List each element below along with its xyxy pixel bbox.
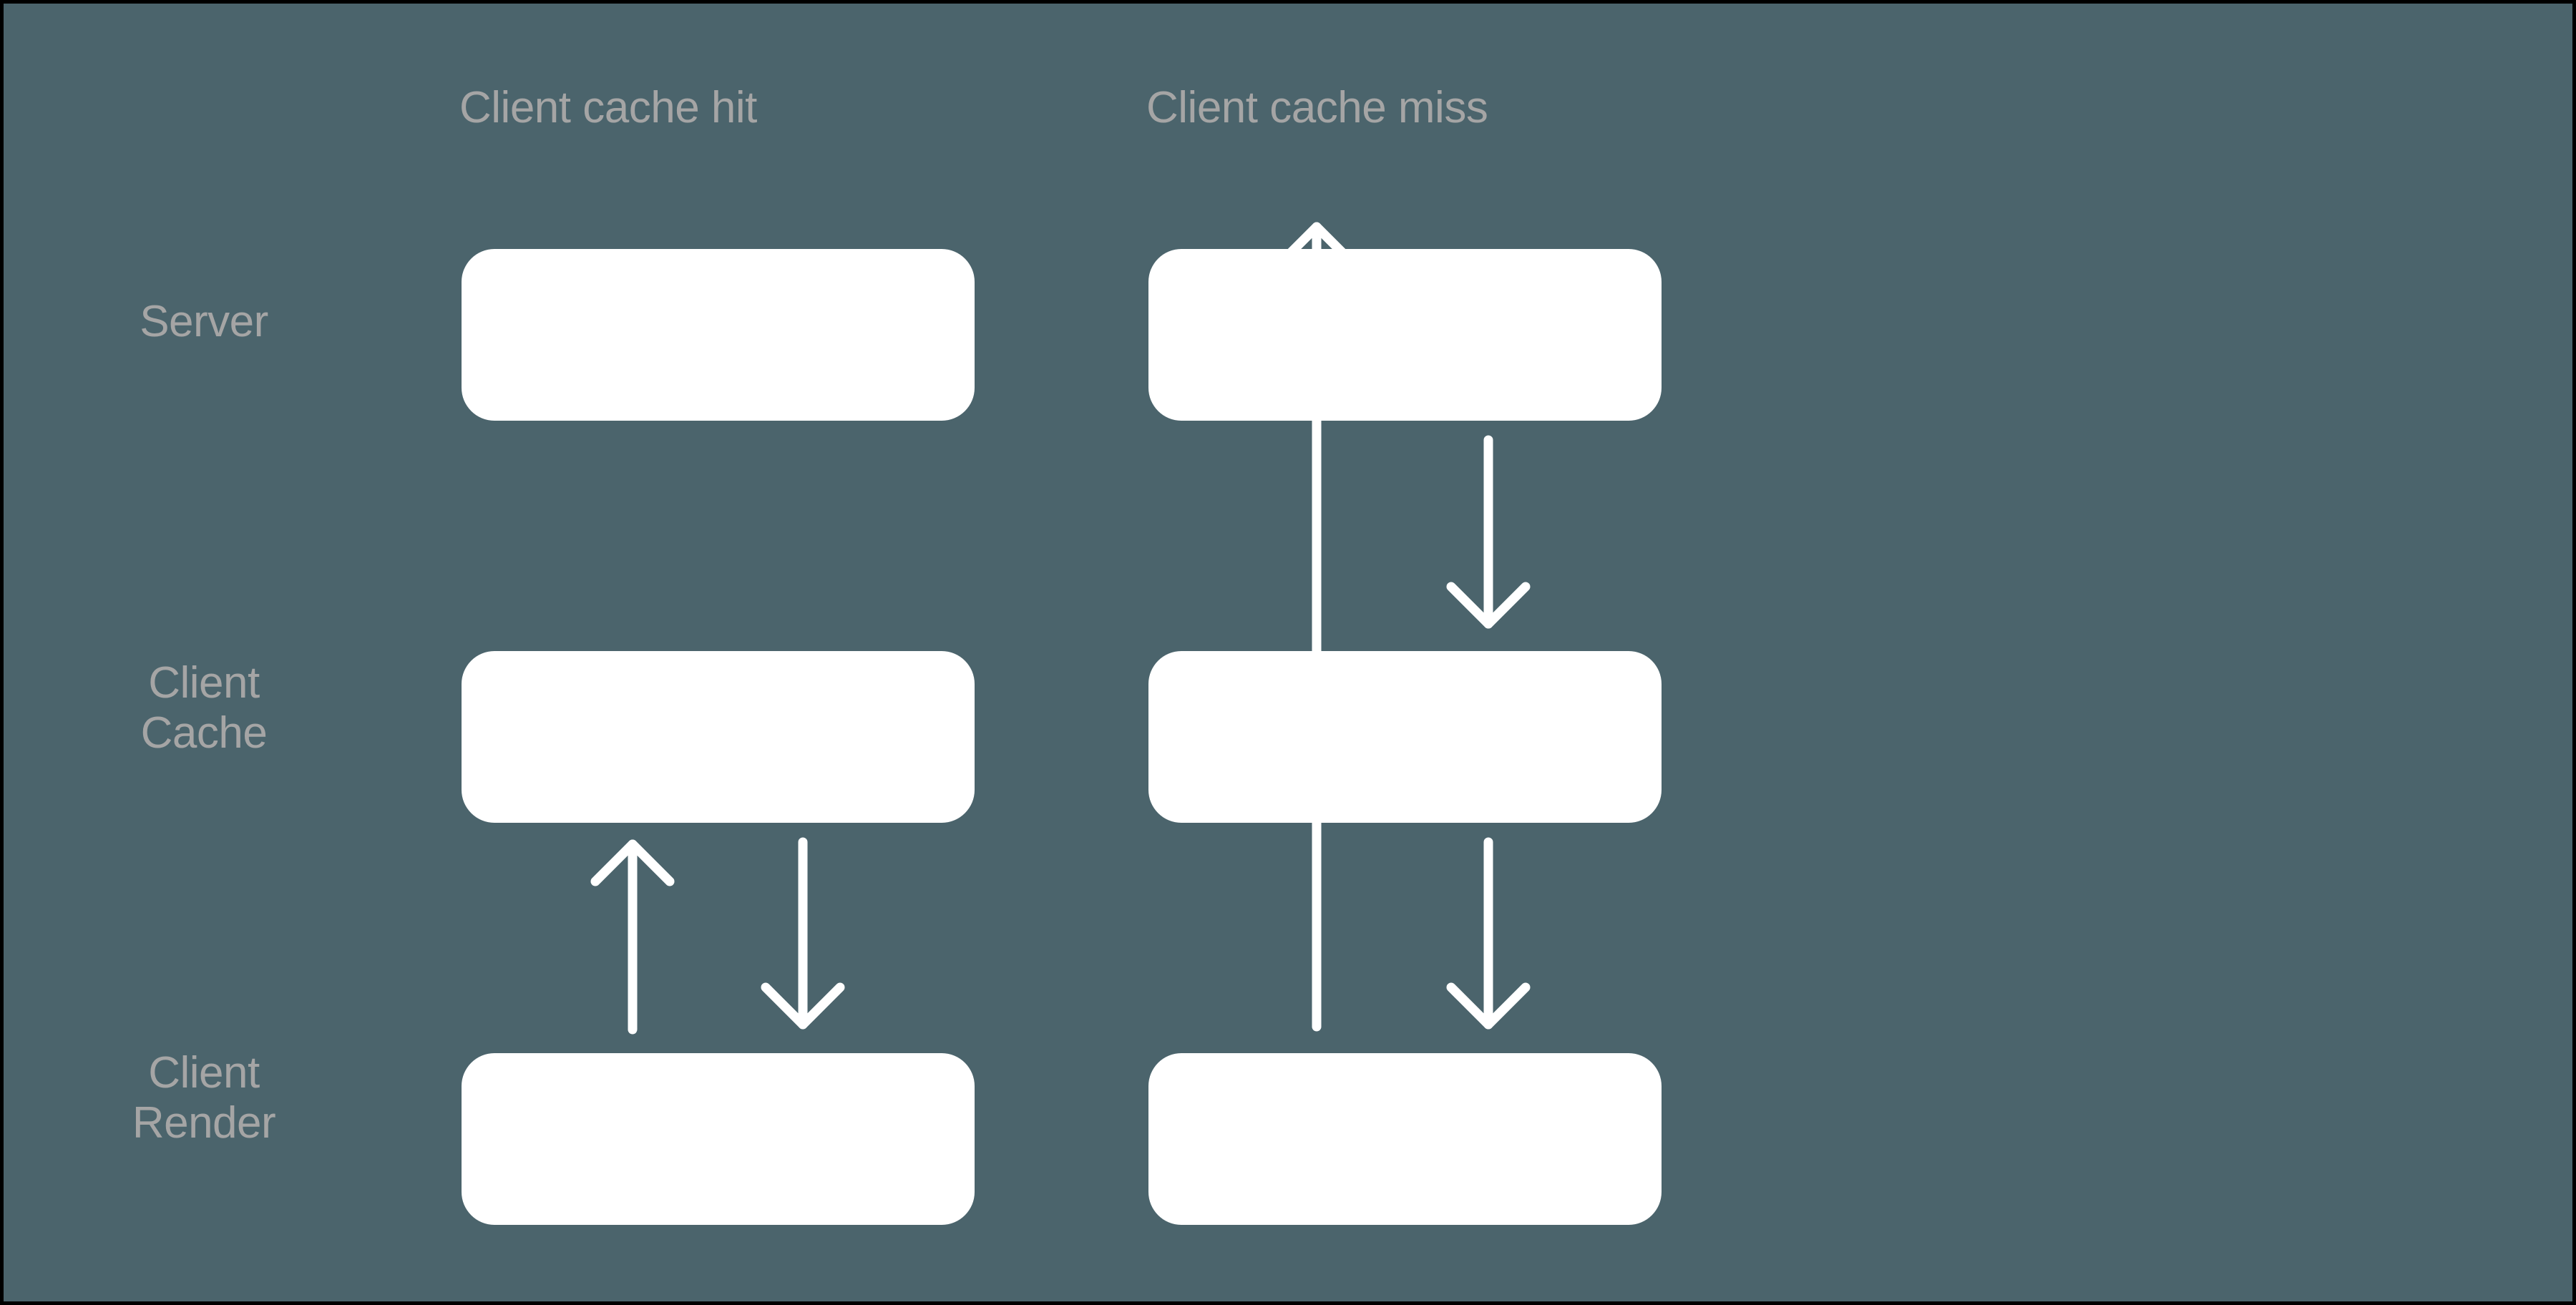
diagram-board: Client cache hit Client cache miss Serve…	[4, 4, 2572, 1301]
row-label-client-cache: Client Cache	[32, 658, 376, 758]
row-label-client-render-line2: Render	[132, 1098, 276, 1148]
node-miss-client-render[interactable]	[1148, 1053, 1662, 1225]
node-miss-server[interactable]	[1148, 249, 1662, 421]
node-miss-client-cache[interactable]	[1148, 651, 1662, 823]
arrow-miss-cache-to-render	[1446, 837, 1531, 1030]
column-header-cache-hit: Client cache hit	[459, 83, 757, 132]
row-label-server-line1: Server	[140, 297, 268, 346]
arrow-miss-server-to-cache	[1446, 435, 1531, 629]
node-hit-server[interactable]	[462, 249, 975, 421]
row-label-client-cache-line1: Client	[148, 658, 260, 708]
row-label-client-cache-line2: Cache	[140, 708, 268, 758]
row-label-client-render-line1: Client	[148, 1048, 260, 1098]
node-hit-client-cache[interactable]	[462, 651, 975, 823]
row-label-server: Server	[32, 297, 376, 347]
column-header-cache-miss: Client cache miss	[1146, 83, 1488, 132]
node-hit-client-render[interactable]	[462, 1053, 975, 1225]
arrow-hit-cache-to-render	[761, 837, 845, 1030]
arrow-hit-render-to-cache	[590, 839, 675, 1035]
row-label-client-render: Client Render	[32, 1048, 376, 1148]
